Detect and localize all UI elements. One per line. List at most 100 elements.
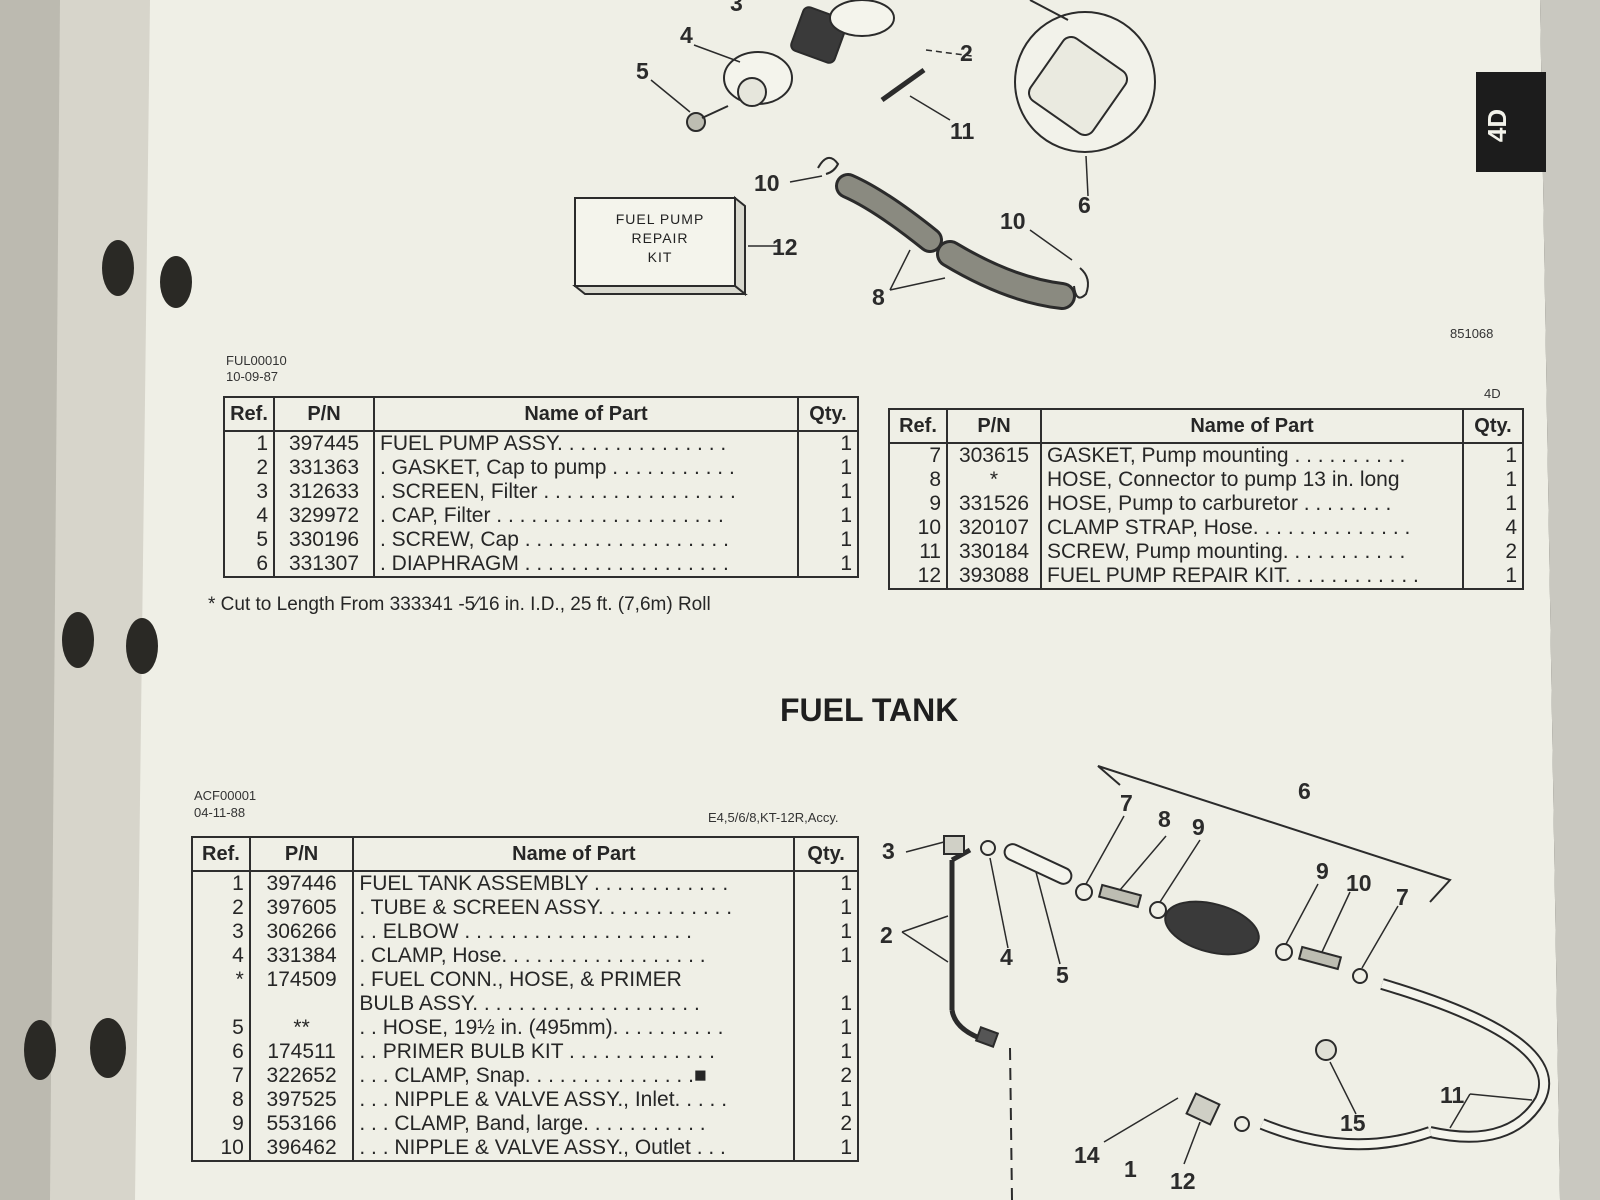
callout: 12 <box>1170 1168 1196 1194</box>
cell-name: SCREW, Pump mounting. . . . . . . . . . … <box>1040 540 1464 564</box>
cell-name: . FUEL CONN., HOSE, & PRIMER <box>352 968 796 992</box>
fuel-pump-diagram <box>572 0 1156 310</box>
table-row: BULB ASSY. . . . . . . . . . . . . . . .… <box>191 992 859 1016</box>
cell-qty: 2 <box>1462 540 1524 564</box>
col-pn: P/N <box>946 408 1042 444</box>
cell-name: . DIAPHRAGM . . . . . . . . . . . . . . … <box>373 552 799 577</box>
callout: 5 <box>1056 962 1069 988</box>
cell-ref: 3 <box>191 920 251 944</box>
cell-ref: 10 <box>888 516 948 540</box>
cell-pn: 306266 <box>248 920 355 944</box>
cell-name: HOSE, Connector to pump 13 in. long <box>1040 468 1464 492</box>
cell-qty: 1 <box>793 992 859 1016</box>
callout: 3 <box>730 0 743 16</box>
repair-kit-box-label: FUEL PUMP REPAIR KIT <box>615 211 705 265</box>
cell-ref: 7 <box>888 443 948 468</box>
cell-pn: 330196 <box>273 528 375 552</box>
cell-pn: 397445 <box>273 431 375 456</box>
cell-ref: 5 <box>223 528 275 552</box>
cell-pn: 553166 <box>248 1112 355 1136</box>
cell-pn: 322652 <box>248 1064 355 1088</box>
cell-ref <box>191 992 251 1016</box>
cell-pn: 331384 <box>248 944 355 968</box>
callout: 12 <box>772 234 798 260</box>
cell-name: FUEL TANK ASSEMBLY . . . . . . . . . . .… <box>352 871 796 896</box>
cell-pn: 397525 <box>248 1088 355 1112</box>
cell-pn: 397446 <box>248 871 355 896</box>
cell-pn: 331526 <box>946 492 1042 516</box>
cell-qty: 1 <box>797 480 859 504</box>
cell-ref: 2 <box>191 896 251 920</box>
callout: 7 <box>1120 790 1133 816</box>
callout: 10 <box>1000 208 1026 234</box>
page-section-code: 4D <box>1484 386 1501 401</box>
cell-qty: 1 <box>793 920 859 944</box>
cell-pn: 320107 <box>946 516 1042 540</box>
table-row: 5**. . HOSE, 19½ in. (495mm). . . . . . … <box>191 1016 859 1040</box>
section-title: FUEL TANK <box>780 692 959 728</box>
callout: 9 <box>1192 814 1205 840</box>
col-name: Name of Part <box>352 836 796 872</box>
cell-ref: * <box>191 968 251 992</box>
cell-ref: 12 <box>888 564 948 589</box>
cell-pn: ** <box>248 1016 355 1040</box>
cell-qty: 1 <box>793 1136 859 1161</box>
cell-qty: 1 <box>1462 492 1524 516</box>
cell-name: . . . CLAMP, Band, large. . . . . . . . … <box>352 1112 796 1136</box>
callout: 8 <box>1158 806 1171 832</box>
cell-pn: 393088 <box>946 564 1042 589</box>
tank-doc-date: 04-11-88 <box>194 805 246 820</box>
cell-qty: 1 <box>793 871 859 896</box>
cell-pn: 174511 <box>248 1040 355 1064</box>
callout: 1 <box>1124 1156 1137 1182</box>
figure-code: 851068 <box>1450 326 1494 341</box>
callout: 8 <box>872 284 885 310</box>
cell-ref: 8 <box>191 1088 251 1112</box>
col-qty: Qty. <box>793 836 859 872</box>
cell-ref: 10 <box>191 1136 251 1161</box>
cell-qty: 1 <box>797 504 859 528</box>
callout: 11 <box>1440 1082 1465 1108</box>
binder-holes <box>24 240 192 1080</box>
callout: 6 <box>1298 778 1311 804</box>
cell-name: . . ELBOW . . . . . . . . . . . . . . . … <box>352 920 796 944</box>
cell-ref: 1 <box>223 431 275 456</box>
col-ref: Ref. <box>223 396 275 432</box>
cell-qty: 1 <box>1462 443 1524 468</box>
cell-qty: 1 <box>797 456 859 480</box>
cell-qty: 2 <box>793 1064 859 1088</box>
cell-ref: 3 <box>223 480 275 504</box>
cell-pn: 303615 <box>946 443 1042 468</box>
cell-ref: 9 <box>191 1112 251 1136</box>
callout: 9 <box>1316 858 1329 884</box>
cell-name: GASKET, Pump mounting . . . . . . . . . … <box>1040 443 1464 468</box>
cell-name: . SCREW, Cap . . . . . . . . . . . . . .… <box>373 528 799 552</box>
fuel-tank-diagram <box>901 765 1551 1200</box>
callout: 2 <box>880 922 893 948</box>
cell-qty: 1 <box>793 1088 859 1112</box>
cell-ref: 1 <box>191 871 251 896</box>
col-qty: Qty. <box>797 396 859 432</box>
cell-ref: 6 <box>191 1040 251 1064</box>
cell-name: HOSE, Pump to carburetor . . . . . . . . <box>1040 492 1464 516</box>
cell-qty: 1 <box>797 552 859 577</box>
table-row: *174509. FUEL CONN., HOSE, & PRIMER <box>191 968 859 992</box>
cell-name: FUEL PUMP ASSY. . . . . . . . . . . . . … <box>373 431 799 456</box>
callout: 6 <box>1078 192 1091 218</box>
